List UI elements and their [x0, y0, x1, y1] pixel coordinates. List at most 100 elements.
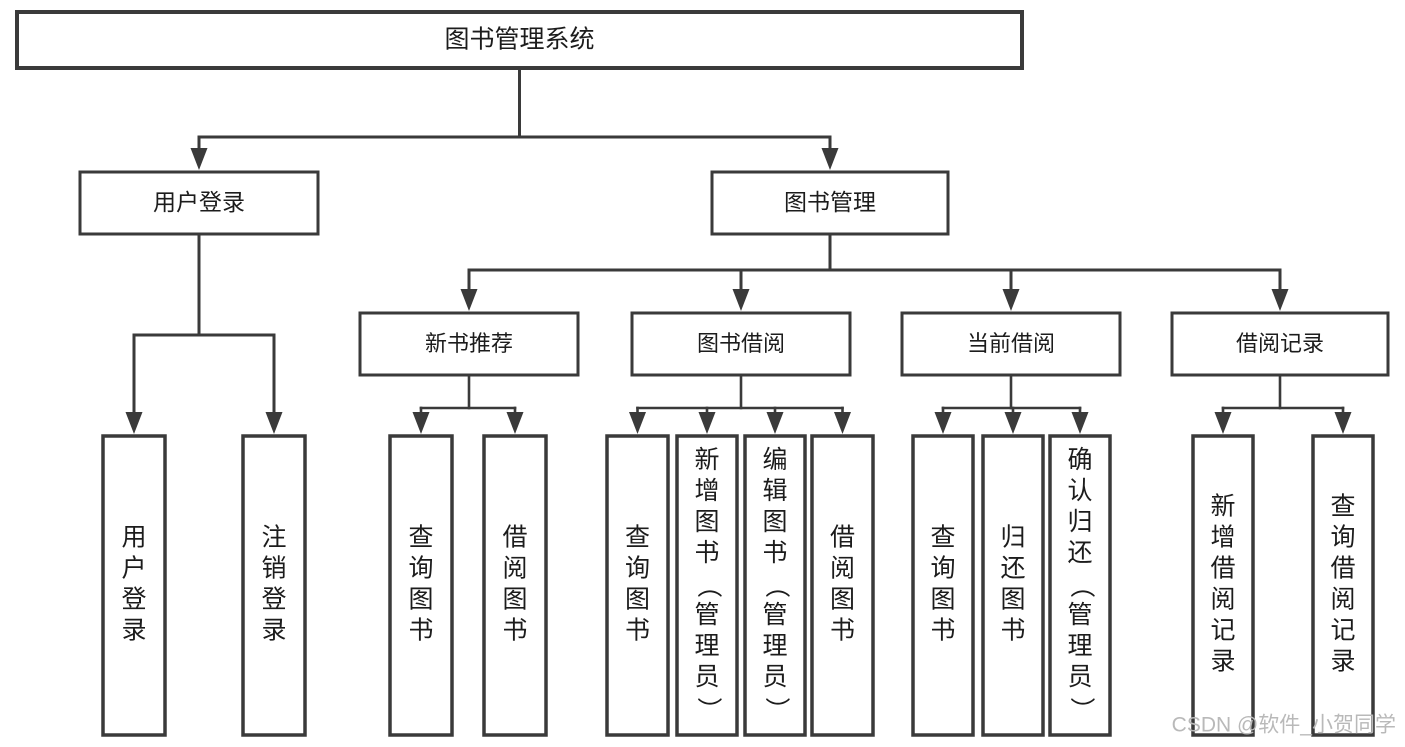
- svg-text:注: 注: [261, 524, 286, 552]
- svg-text:辑: 辑: [762, 477, 787, 505]
- svg-text:）: ）: [694, 697, 722, 722]
- node-user-login[interactable]: 用户登录: [78, 170, 320, 236]
- svg-text:图: 图: [408, 586, 433, 614]
- node-box-query-book-1: [388, 434, 454, 737]
- svg-text:登: 登: [121, 586, 146, 614]
- node-box-root: [15, 10, 1024, 70]
- node-box-book-manage: [710, 170, 950, 236]
- node-box-add-borrow-record: [1191, 434, 1255, 737]
- svg-text:借: 借: [1330, 555, 1355, 583]
- svg-text:图: 图: [625, 586, 650, 614]
- node-box-borrow-record: [1170, 311, 1390, 377]
- node-current-borrow[interactable]: 当前借阅: [900, 311, 1122, 377]
- svg-text:书: 书: [408, 617, 433, 645]
- arrowhead-icon: [1004, 412, 1022, 434]
- svg-text:归: 归: [1000, 524, 1025, 552]
- svg-text:图: 图: [1000, 586, 1025, 614]
- svg-text:阅: 阅: [502, 555, 527, 583]
- svg-text:理: 理: [694, 632, 719, 660]
- svg-text:书: 书: [762, 539, 787, 567]
- node-box-return-book: [981, 434, 1045, 737]
- node-root[interactable]: 图书管理系统: [15, 10, 1024, 70]
- arrowhead-icon: [698, 412, 716, 434]
- svg-text:书: 书: [930, 617, 955, 645]
- node-new-book-recommend[interactable]: 新书推荐: [358, 311, 580, 377]
- node-box-query-book-3: [911, 434, 975, 737]
- svg-text:书: 书: [830, 617, 855, 645]
- node-label-new-book-recommend: 新书推荐: [425, 331, 513, 356]
- node-label-current-borrow: 当前借阅: [967, 331, 1055, 356]
- svg-text:询: 询: [625, 555, 650, 583]
- node-box-new-book-recommend: [358, 311, 580, 377]
- arrowhead-icon: [629, 412, 646, 434]
- svg-text:书: 书: [625, 617, 650, 645]
- svg-text:借: 借: [1210, 555, 1235, 583]
- node-box-login: [101, 434, 167, 737]
- node-book-borrow[interactable]: 图书借阅: [630, 311, 852, 377]
- node-box-borrow-book-1: [482, 434, 548, 737]
- svg-text:新: 新: [1210, 493, 1235, 521]
- svg-text:借: 借: [502, 524, 527, 552]
- svg-text:借: 借: [830, 524, 855, 552]
- svg-text:管: 管: [762, 601, 787, 629]
- svg-text:图: 图: [762, 508, 787, 536]
- arrowhead-icon: [766, 412, 784, 434]
- node-borrow-record[interactable]: 借阅记录: [1170, 311, 1390, 377]
- node-label-borrow-record: 借阅记录: [1236, 331, 1324, 356]
- svg-text:图: 图: [694, 508, 719, 536]
- arrowhead-icon: [190, 148, 208, 170]
- node-book-manage[interactable]: 图书管理: [710, 170, 950, 236]
- svg-text:（: （: [1067, 573, 1095, 598]
- svg-text:户: 户: [121, 555, 146, 583]
- svg-text:录: 录: [261, 617, 286, 645]
- svg-text:图: 图: [502, 586, 527, 614]
- node-box-add-book: [675, 434, 739, 737]
- svg-text:用: 用: [121, 524, 146, 552]
- svg-text:询: 询: [930, 555, 955, 583]
- node-box-query-borrow-record: [1311, 434, 1375, 737]
- svg-text:登: 登: [261, 586, 286, 614]
- svg-text:增: 增: [1210, 524, 1235, 552]
- svg-text:确: 确: [1067, 446, 1092, 474]
- svg-text:图: 图: [930, 586, 955, 614]
- node-box-query-book-2: [605, 434, 670, 737]
- svg-text:询: 询: [1330, 524, 1355, 552]
- svg-text:管: 管: [1067, 601, 1092, 629]
- svg-text:查: 查: [930, 524, 955, 552]
- svg-text:员: 员: [694, 663, 719, 691]
- svg-text:录: 录: [1210, 648, 1235, 676]
- leaf-node-login[interactable]: 用户登录: [101, 434, 167, 737]
- svg-text:询: 询: [408, 555, 433, 583]
- node-label-book-manage: 图书管理: [784, 189, 876, 215]
- arrowhead-icon: [934, 412, 952, 434]
- svg-text:理: 理: [1067, 632, 1092, 660]
- node-label-user-login: 用户登录: [153, 189, 245, 215]
- svg-text:书: 书: [694, 539, 719, 567]
- svg-text:查: 查: [408, 524, 433, 552]
- svg-text:图: 图: [830, 586, 855, 614]
- arrowhead-icon: [1002, 289, 1020, 311]
- arrowhead-icon: [506, 412, 524, 434]
- svg-text:记: 记: [1330, 617, 1355, 645]
